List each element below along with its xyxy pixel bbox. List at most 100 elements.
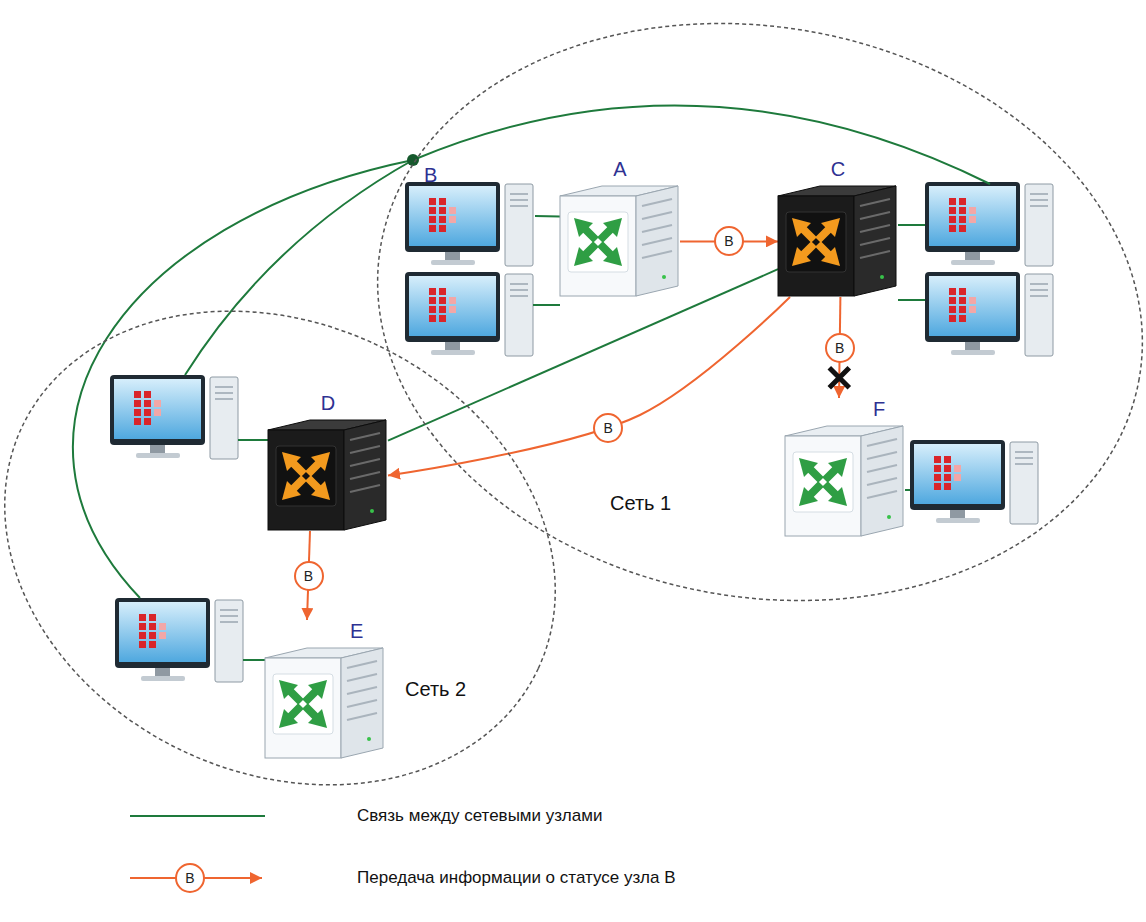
screen-mark [959,216,966,223]
screen-mark [149,632,156,639]
tower-slot [1030,193,1048,195]
stand-base [431,260,475,265]
monitor [115,598,210,668]
screen-mark [134,400,141,407]
screen-mark [934,474,941,481]
emblem-arrowhead [603,218,622,237]
server-slot [642,212,672,219]
screen-mark [944,483,951,490]
server-slot [860,251,890,258]
tower-slot [1015,451,1033,453]
server-front [265,658,341,758]
blocked-cross [829,368,849,388]
server-node: F [785,398,905,537]
screen-mark [159,623,166,630]
tower-slot [1030,199,1048,201]
tower [1010,442,1038,524]
server-side [854,186,896,296]
tower-slot [220,609,238,611]
emblem-arrowhead [799,458,818,477]
legend-text: Передача информации о статусе узла В [357,868,675,888]
screen-mark [144,418,151,425]
link-line [243,659,265,661]
screen-mark [449,216,456,223]
screen [929,186,1016,246]
screen-mark [429,288,436,295]
screen-mark [944,474,951,481]
stand [445,252,460,260]
emblem [273,674,333,734]
emblem-arrowhead [574,247,593,266]
legend-line-sample [130,815,265,817]
screen-mark [944,465,951,472]
screen-mark [159,632,166,639]
status-badge: B [714,226,744,256]
server-slot [860,212,890,219]
server-icon [778,182,898,297]
tower [505,274,533,356]
tower-slot [1015,463,1033,465]
server-slot [860,225,890,232]
screen-mark [139,623,146,630]
server-icon [265,644,385,759]
tower-slot [510,295,528,297]
emblem-arrowhead [282,452,301,471]
screen-mark [439,288,446,295]
tower-slot [215,398,233,400]
monitor [925,182,1020,252]
tower-slot [1015,457,1033,459]
tower-slot [1030,205,1048,207]
server-front [268,430,344,530]
screen-mark [954,474,961,481]
screen-mark [949,225,956,232]
emblem [276,446,336,506]
link-line [533,304,560,306]
server-slot [350,485,380,492]
server-slot [860,238,890,245]
server-node: E [265,620,385,759]
screen-mark [439,306,446,313]
node-letter: B [424,164,437,186]
status-badge: B [593,413,623,443]
emblem-arrowhead [279,680,298,699]
server-side [636,186,678,296]
server-icon [785,422,905,537]
computer-icon [405,182,533,266]
screen-mark [969,216,976,223]
screen-mark [959,198,966,205]
network-ellipse: Сеть 2DE [0,305,560,795]
emblem-arrowhead [828,458,847,477]
network-label: Сеть 1 [610,492,671,514]
server-slot [860,199,890,206]
screen-mark [934,465,941,472]
tower [1025,274,1053,356]
screen [119,602,206,662]
screen-mark [154,400,161,407]
server-node: A [560,158,680,297]
screen-mark [139,641,146,648]
screen-mark [439,207,446,214]
server-slot [350,433,380,440]
screen-mark [449,306,456,313]
server-side [344,420,386,530]
network-outline [370,20,1146,610]
screen-mark [449,297,456,304]
screen-mark [959,297,966,304]
computer-icon [405,272,533,356]
screen-mark [449,207,456,214]
node-letter: E [350,620,363,642]
screen-mark [959,207,966,214]
screen-mark [144,409,151,416]
server-led [662,275,666,279]
monitor [910,440,1005,510]
screen-mark [429,225,436,232]
tower-slot [1030,289,1048,291]
server-slot [350,459,380,466]
screen-mark [969,207,976,214]
screen-mark [149,623,156,630]
screen [409,186,496,246]
screen-mark [959,306,966,313]
stand [965,342,980,350]
server-slot [347,700,377,707]
emblem-arrowhead [799,487,818,506]
